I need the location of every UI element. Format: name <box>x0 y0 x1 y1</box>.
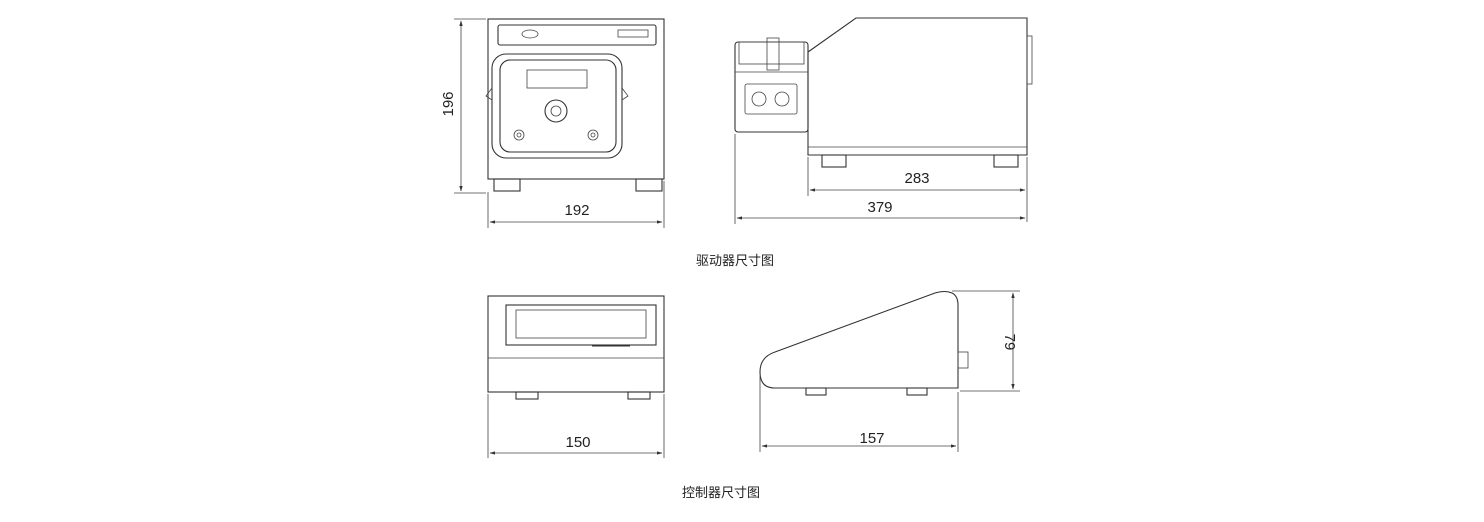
tube-clip-right <box>774 91 790 107</box>
drive-side-body <box>807 17 1028 156</box>
controller-front-housing <box>487 295 665 393</box>
controller-display-frame <box>505 304 657 346</box>
drive-side-view <box>734 17 1033 168</box>
drive-logo-mark <box>521 29 539 39</box>
right-tube-port <box>587 129 599 141</box>
drive-width-label: 192 <box>564 202 589 219</box>
controller-front-view <box>487 295 665 400</box>
drive-width-dimension: 192 <box>487 181 665 228</box>
controller-side-rear-foot <box>906 387 928 396</box>
pump-head-inner <box>499 59 617 153</box>
controller-connector <box>957 351 969 369</box>
controller-side-front-foot <box>805 387 827 396</box>
drive-total-depth-dimension: 379 <box>734 134 1026 224</box>
pump-clamp <box>766 37 780 71</box>
controller-width-label: 150 <box>565 434 590 451</box>
tube-clip-left <box>751 91 767 107</box>
pump-head-window <box>526 69 588 89</box>
drive-height-dimension: 196 <box>440 18 486 194</box>
controller-depth-label: 157 <box>859 430 884 447</box>
controller-wedge-body <box>759 290 959 389</box>
controller-height-dimension: 79 <box>952 290 1020 392</box>
drive-height-label: 196 <box>440 91 457 116</box>
drive-front-view <box>485 18 665 192</box>
right-latch <box>621 87 629 101</box>
controller-display <box>515 309 647 339</box>
controller-width-dimension: 150 <box>487 394 665 458</box>
drive-front-housing <box>487 18 665 180</box>
drive-body-depth-dimension: 283 <box>807 157 1028 222</box>
drive-side-rear-foot <box>993 154 1019 168</box>
controller-depth-dimension: 157 <box>759 376 959 452</box>
controller-height-label: 79 <box>1001 334 1018 351</box>
controller-front-left-foot <box>515 391 539 400</box>
drive-side-front-foot <box>821 154 847 168</box>
left-latch <box>485 87 493 101</box>
rear-connector <box>1026 35 1033 85</box>
drive-body-depth-label: 283 <box>904 170 929 187</box>
controller-side-view <box>759 290 969 396</box>
pump-knob <box>544 99 568 123</box>
drive-front-right-foot <box>635 178 663 192</box>
controller-caption: 控制器尺寸图 <box>682 486 760 501</box>
drive-top-panel <box>497 24 657 46</box>
drive-front-left-foot <box>493 178 521 192</box>
drive-total-depth-label: 379 <box>867 199 892 216</box>
controller-front-right-foot <box>627 391 651 400</box>
drive-badge <box>617 29 649 38</box>
tube-holder <box>744 83 798 115</box>
pump-head-outer <box>491 53 623 159</box>
left-tube-port <box>513 129 525 141</box>
drive-caption: 驱动器尺寸图 <box>696 254 774 269</box>
